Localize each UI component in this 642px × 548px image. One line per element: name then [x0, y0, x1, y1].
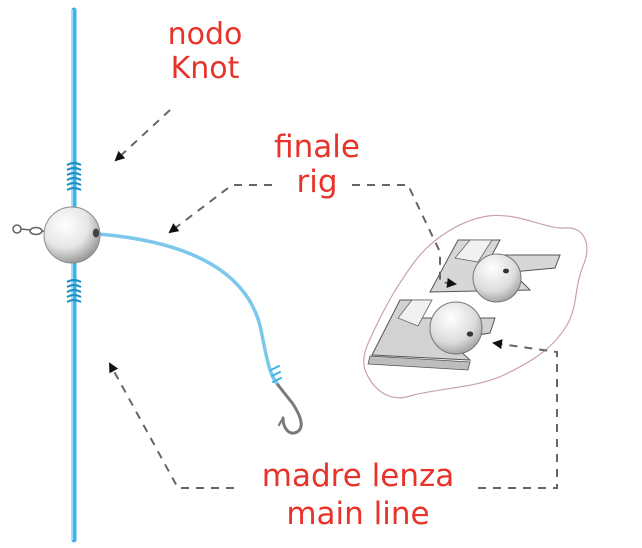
knot-arrow — [114, 109, 171, 162]
rig-connector — [352, 184, 457, 288]
rig-arrow — [168, 184, 272, 234]
label-knot: nodo Knot — [150, 18, 260, 85]
bead-icon — [43, 206, 101, 264]
label-rig-line2: rig — [296, 163, 338, 200]
rig-line — [96, 232, 280, 387]
label-knot-line2: Knot — [170, 50, 240, 86]
knot-wraps-icon — [66, 162, 82, 191]
clip-holder-icon — [363, 214, 588, 399]
label-rig: finale rig — [262, 130, 372, 199]
label-knot-line1: nodo — [167, 17, 243, 52]
label-rig-line1: finale — [274, 129, 360, 165]
main-line-arrow — [109, 362, 234, 489]
label-main-line-line2: main line — [286, 495, 430, 532]
knot-wraps-icon — [66, 279, 82, 303]
main-line — [71, 7, 77, 543]
main-line-connector — [478, 339, 558, 489]
hook-icon — [270, 365, 303, 435]
swivel-icon — [12, 224, 49, 236]
dashed-arrows — [109, 109, 558, 489]
label-main-line: madre lenza main line — [238, 458, 478, 534]
label-main-line-line1: madre lenza — [261, 458, 455, 494]
